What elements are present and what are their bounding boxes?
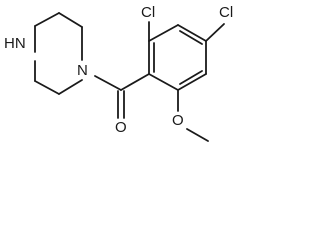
- benzene-ring: [148, 24, 207, 91]
- bond-ring-chloro-right: [205, 23, 225, 42]
- atom-label-methoxy-o: O: [172, 112, 184, 129]
- bond-n-carbonyl: [94, 75, 122, 91]
- bond: [148, 24, 179, 42]
- bond: [58, 79, 83, 95]
- bond: [177, 73, 207, 91]
- atom-label-n: N: [77, 62, 88, 79]
- molecule-diagram: HN N Cl Cl O O: [4, 4, 233, 142]
- bond: [179, 30, 203, 45]
- carbonyl-double-bond: [117, 90, 125, 119]
- bond: [148, 73, 179, 91]
- bond: [34, 80, 60, 95]
- bond: [177, 24, 207, 42]
- bond-methoxy-methyl: [186, 128, 209, 142]
- atom-label-hn: HN: [4, 35, 26, 52]
- bond: [179, 70, 203, 85]
- atom-label-carbonyl-o: O: [115, 119, 127, 136]
- bond-carbonyl-ring: [120, 73, 150, 91]
- piperazine-ring: [34, 12, 83, 95]
- bond: [58, 12, 83, 28]
- atom-label-cl-top: Cl: [141, 4, 155, 21]
- bond: [34, 12, 60, 27]
- atom-label-cl-right: Cl: [219, 4, 233, 21]
